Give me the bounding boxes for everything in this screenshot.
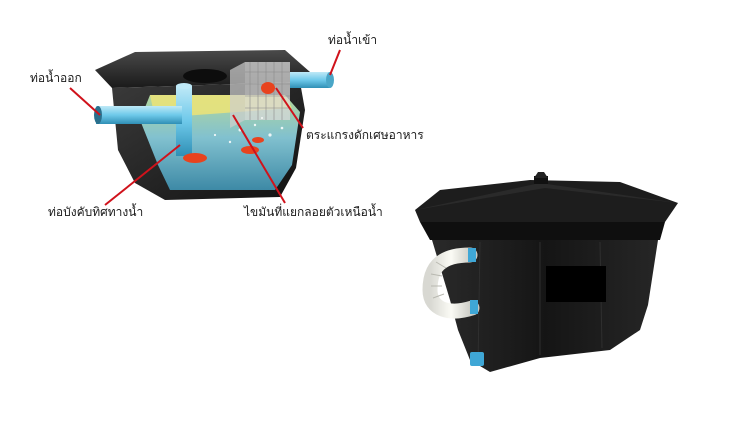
floating-grease-label: ไขมันที่แยกลอยตัวเหนือน้ำ [244, 205, 383, 219]
inlet-pipe-label: ท่อน้ำเข้า [328, 33, 378, 47]
callout-inlet-pipe [329, 49, 341, 76]
flow-baffle-label: ท่อบังคับทิศทางน้ำ [48, 205, 144, 219]
grease-trap-product-photo [415, 172, 678, 372]
callout-outlet-pipe [69, 87, 101, 116]
food-screen-label: ตระแกรงดักเศษอาหาร [306, 128, 424, 142]
cutaway-tank [94, 50, 334, 200]
outlet-pipe-label: ท่อน้ำออก [30, 71, 82, 85]
callout-flow-baffle [104, 144, 181, 206]
callout-food-screen [275, 87, 304, 129]
callout-lines [69, 49, 341, 206]
callout-floating-grease [232, 114, 286, 204]
